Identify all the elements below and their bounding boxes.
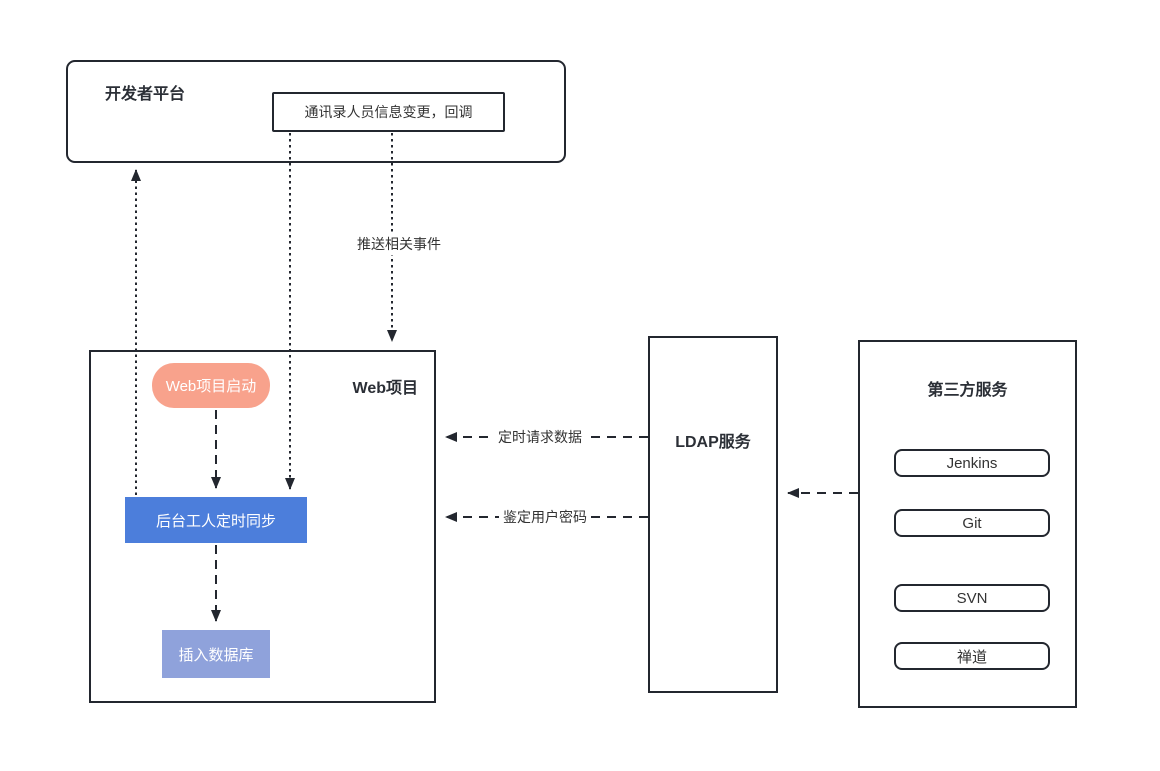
ldap-title: LDAP服务 <box>675 434 751 451</box>
third-party-box: 第三方服务 Jenkins Git SVN 禅道 <box>858 340 1077 708</box>
timed-request-label: 定时请求数据 <box>494 426 586 448</box>
jenkins-node: Jenkins <box>894 449 1050 477</box>
insert-database-node: 插入数据库 <box>162 630 270 678</box>
push-events-label: 推送相关事件 <box>353 233 445 255</box>
git-node: Git <box>894 509 1050 537</box>
svn-node: SVN <box>894 584 1050 612</box>
web-startup-node: Web项目启动 <box>152 363 270 408</box>
ldap-box: LDAP服务 <box>648 336 778 693</box>
third-party-title: 第三方服务 <box>927 382 1008 399</box>
web-project-title: Web项目 <box>352 380 419 397</box>
background-worker-node: 后台工人定时同步 <box>125 497 307 543</box>
contact-change-callback-node: 通讯录人员信息变更，回调 <box>272 92 505 132</box>
zentao-node: 禅道 <box>894 642 1050 670</box>
developer-platform-title: 开发者平台 <box>105 86 186 103</box>
verify-password-label: 鉴定用户密码 <box>499 506 591 528</box>
